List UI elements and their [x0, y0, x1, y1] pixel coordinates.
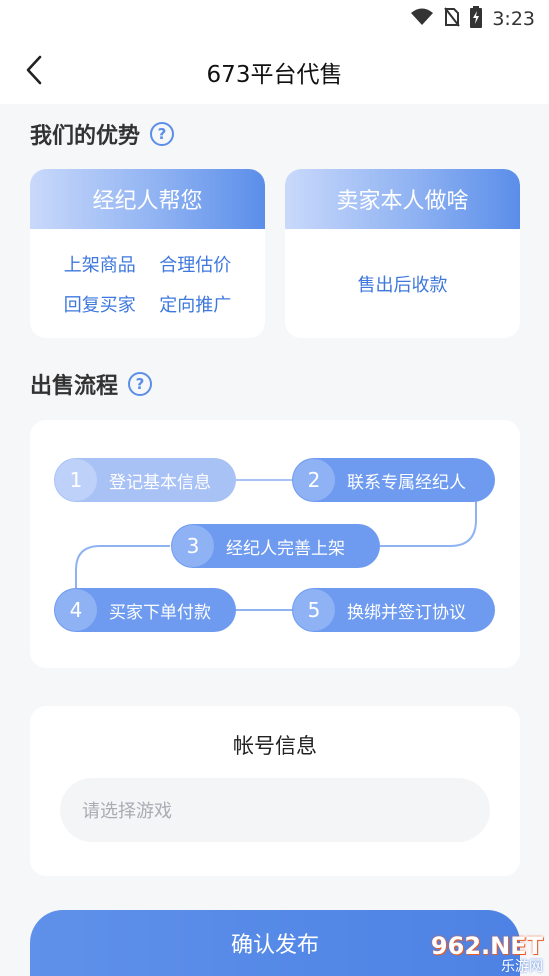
flow-step-5: 5 换绑并签订协议 — [292, 588, 495, 632]
account-info-title: 帐号信息 — [233, 734, 317, 758]
flow-step-number: 3 — [172, 525, 214, 567]
flow-step-1: 1 登记基本信息 — [54, 458, 236, 502]
watermark-top: 962.NET — [430, 932, 543, 960]
seller-card-item: 售出后收款 — [357, 275, 448, 296]
flow-step-number: 1 — [55, 459, 97, 501]
help-icon[interactable]: ? — [150, 122, 175, 146]
agent-help-card-header: 经纪人帮您 — [30, 169, 265, 229]
seller-card-header: 卖家本人做啥 — [285, 169, 520, 229]
agent-help-item: 回复买家 — [63, 295, 136, 316]
nav-bar: 673平台代售 — [0, 38, 549, 104]
flow-step-label: 联系专属经纪人 — [347, 472, 466, 493]
advantages-title-text: 我们的优势 — [30, 124, 141, 149]
wifi-icon — [410, 8, 434, 31]
flow-step-label: 登记基本信息 — [109, 472, 211, 493]
flow-connector-lines — [75, 479, 477, 611]
agent-help-item: 上架商品 — [63, 255, 136, 276]
back-button[interactable] — [14, 50, 54, 90]
agent-help-card: 经纪人帮您 上架商品 合理估价 回复买家 定向推广 — [30, 169, 265, 338]
site-watermark: 962.NET 乐游网 — [431, 934, 543, 974]
status-bar: 3:23 — [0, 0, 549, 38]
page-title: 673平台代售 — [206, 62, 343, 88]
game-select-placeholder: 请选择游戏 — [82, 801, 172, 822]
agent-help-item: 定向推广 — [159, 295, 232, 316]
watermark-bottom: 乐游网 — [501, 959, 543, 975]
chevron-left-icon — [26, 55, 42, 85]
game-select-input[interactable]: 请选择游戏 — [60, 778, 490, 842]
flow-step-4: 4 买家下单付款 — [54, 588, 236, 632]
confirm-publish-button[interactable]: 确认发布 — [30, 910, 520, 976]
flow-step-label: 经纪人完善上架 — [226, 538, 345, 559]
flow-step-label: 换绑并签订协议 — [347, 602, 466, 623]
agent-help-item: 合理估价 — [159, 255, 232, 276]
process-flow-card: 1 登记基本信息 2 联系专属经纪人 3 经纪人完善上架 4 买家下单付款 5 … — [30, 420, 520, 668]
help-icon[interactable]: ? — [128, 372, 153, 396]
no-sim-icon — [444, 6, 461, 32]
flow-step-3: 3 经纪人完善上架 — [171, 524, 380, 568]
status-time: 3:23 — [492, 8, 535, 30]
flow-step-label: 买家下单付款 — [109, 602, 211, 623]
flow-step-number: 4 — [55, 589, 97, 631]
process-title-text: 出售流程 — [30, 374, 119, 399]
flow-step-number: 5 — [293, 589, 335, 631]
flow-step-2: 2 联系专属经纪人 — [292, 458, 495, 502]
flow-step-number: 2 — [293, 459, 335, 501]
battery-charging-icon — [470, 5, 483, 33]
process-section-title: 出售流程 ? — [30, 368, 153, 400]
seller-card: 卖家本人做啥 售出后收款 — [285, 169, 520, 338]
advantages-section-title: 我们的优势 ? — [30, 118, 175, 150]
account-info-card: 帐号信息 请选择游戏 — [30, 706, 520, 876]
agent-help-list: 上架商品 合理估价 回复买家 定向推广 — [30, 229, 265, 317]
